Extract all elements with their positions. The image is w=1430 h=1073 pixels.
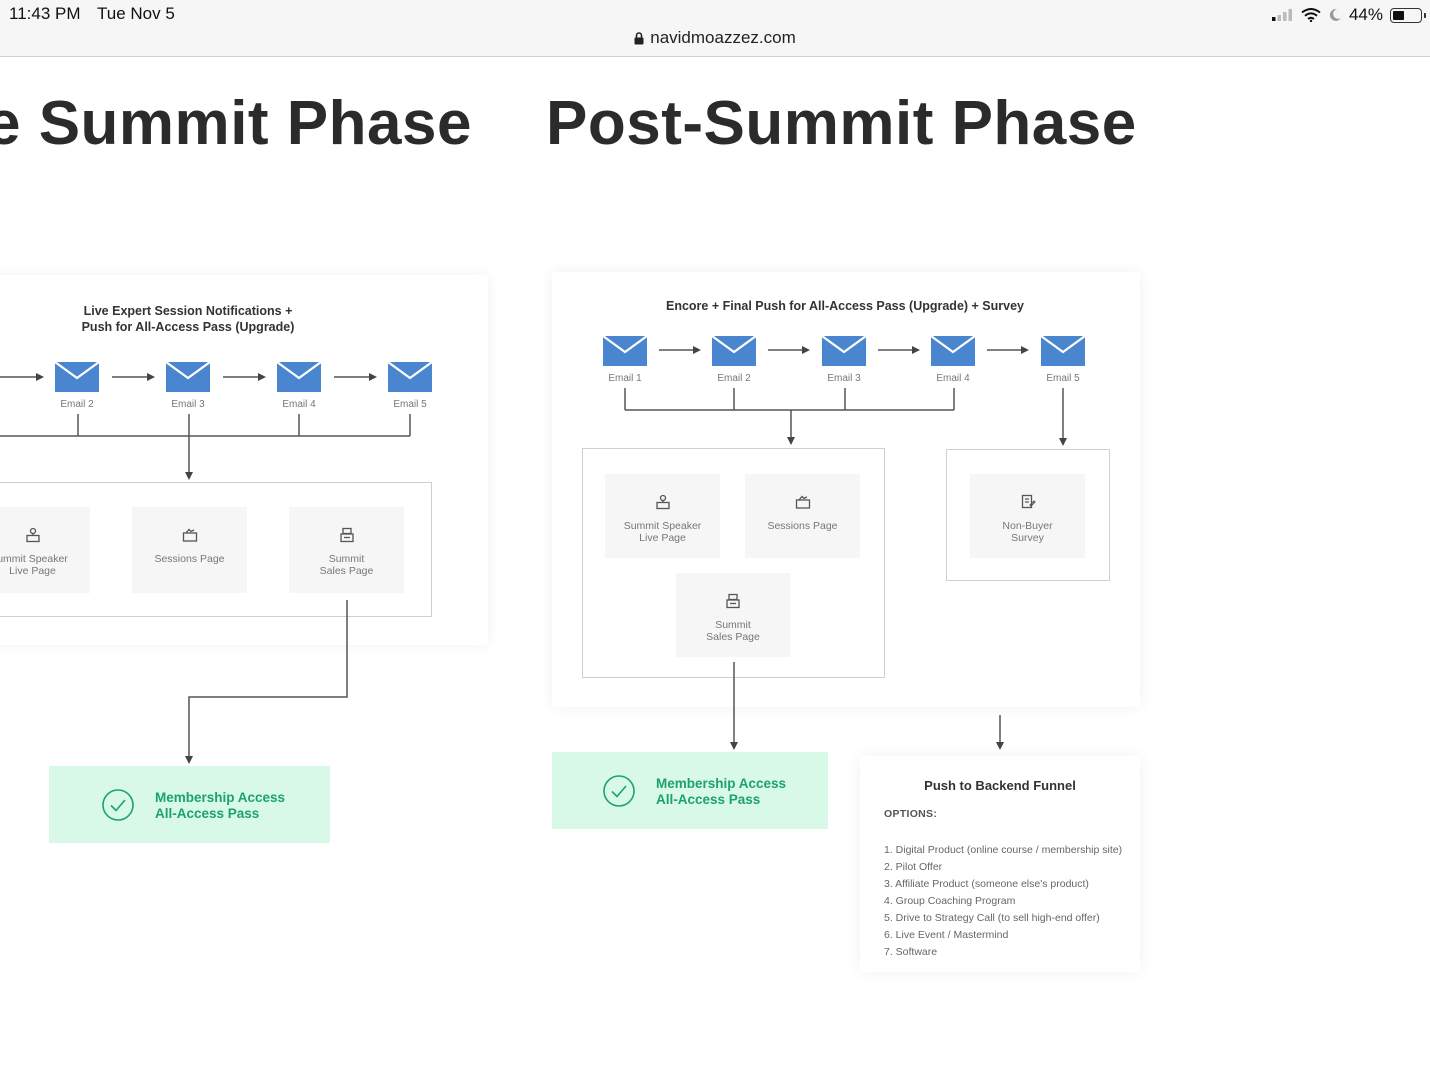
backend-options-list: 1. Digital Product (online course / memb… [884, 842, 1122, 961]
backend-funnel-title: Push to Backend Funnel [924, 778, 1076, 793]
email-icon [55, 362, 99, 392]
list-item: 6. Live Event / Mastermind [884, 929, 1009, 941]
email-icon [277, 362, 321, 392]
speaker-icon [655, 494, 670, 510]
email-label: Email 5 [393, 399, 427, 410]
list-item: 3. Affiliate Product (someone else's pro… [884, 878, 1089, 890]
status-bar: 11:43 PM Tue Nov 5 navidmoazzez.com 44% [0, 0, 1430, 57]
tile-label: ummit Speaker Live Page [0, 553, 68, 577]
moon-icon [1329, 8, 1341, 21]
email-icon [712, 336, 756, 366]
url-text: navidmoazzez.com [650, 28, 796, 47]
tile-label: Summit Speaker Live Page [623, 520, 702, 544]
post-speaker-live-page-tile: Summit Speaker Live Page [605, 474, 720, 558]
lock-icon [634, 32, 644, 45]
email-label: Email 5 [1046, 373, 1080, 384]
pre-membership-box: Membership Access All-Access Pass [49, 766, 330, 843]
tile-label: Summit Sales Page [319, 553, 374, 577]
sessions-icon [182, 528, 197, 542]
pre-speaker-live-page-tile: ummit Speaker Live Page [0, 507, 90, 593]
check-circle-icon [603, 775, 635, 807]
list-item: 5. Drive to Strategy Call (to sell high-… [884, 912, 1100, 924]
status-date: Tue Nov 5 [97, 4, 175, 23]
email-icon [388, 362, 432, 392]
email-label: Email 4 [936, 373, 970, 384]
membership-label: Membership Access All-Access Pass [155, 790, 286, 821]
survey-icon [1021, 494, 1036, 509]
sessions-icon [795, 495, 810, 509]
email-icon [1041, 336, 1085, 366]
email-label: Email 3 [171, 399, 205, 410]
email-label: Email 3 [827, 373, 861, 384]
speaker-icon [25, 527, 40, 543]
register-icon [339, 527, 354, 543]
email-icon [603, 336, 647, 366]
list-item: 1. Digital Product (online course / memb… [884, 844, 1123, 856]
post-summit-diagram-title: Encore + Final Push for All-Access Pass … [666, 299, 1024, 313]
battery-fill [1393, 10, 1404, 20]
list-item: 7. Software [884, 946, 938, 958]
non-buyer-survey-tile: Non-Buyer Survey [970, 474, 1085, 558]
address-bar[interactable]: navidmoazzez.com [0, 28, 1430, 48]
list-item: 4. Group Coaching Program [884, 895, 1016, 907]
options-label: OPTIONS: [884, 808, 938, 820]
tile-label: Non-Buyer Survey [1002, 520, 1053, 544]
register-icon [726, 593, 740, 609]
post-sessions-page-tile: Sessions Page [745, 474, 860, 558]
email-icon [931, 336, 975, 366]
post-membership-box: Membership Access All-Access Pass [552, 752, 828, 829]
email-label: Email 2 [717, 373, 751, 384]
signal-icon [1271, 9, 1292, 21]
pre-summit-title: e Summit Phase [0, 89, 472, 158]
post-summit-title: Post-Summit Phase [546, 89, 1137, 158]
email-icon [166, 362, 210, 392]
battery-icon [1390, 7, 1426, 23]
email-label: Email 4 [282, 399, 316, 410]
pre-sales-page-tile: Summit Sales Page [289, 507, 404, 593]
email-label: Email 2 [60, 399, 94, 410]
status-time: 11:43 PM [9, 4, 81, 23]
tile-label: Summit Sales Page [706, 619, 760, 643]
list-item: 2. Pilot Offer [884, 861, 943, 873]
battery-percent: 44% [1348, 5, 1383, 24]
post-sales-page-tile: Summit Sales Page [676, 573, 790, 657]
check-circle-icon [102, 789, 134, 821]
tile-label: Sessions Page [154, 553, 225, 565]
wifi-icon [1301, 8, 1321, 22]
email-label: Email 1 [608, 373, 642, 384]
membership-label: Membership Access All-Access Pass [656, 776, 787, 807]
status-indicators: 44% [1271, 4, 1426, 26]
email-icon [822, 336, 866, 366]
pre-sessions-page-tile: Sessions Page [132, 507, 247, 593]
pre-summit-diagram-title: Live Expert Session Notifications + Push… [81, 304, 295, 334]
backend-funnel-card: Push to Backend Funnel OPTIONS: 1. Digit… [860, 756, 1140, 972]
tile-label: Sessions Page [767, 520, 838, 532]
